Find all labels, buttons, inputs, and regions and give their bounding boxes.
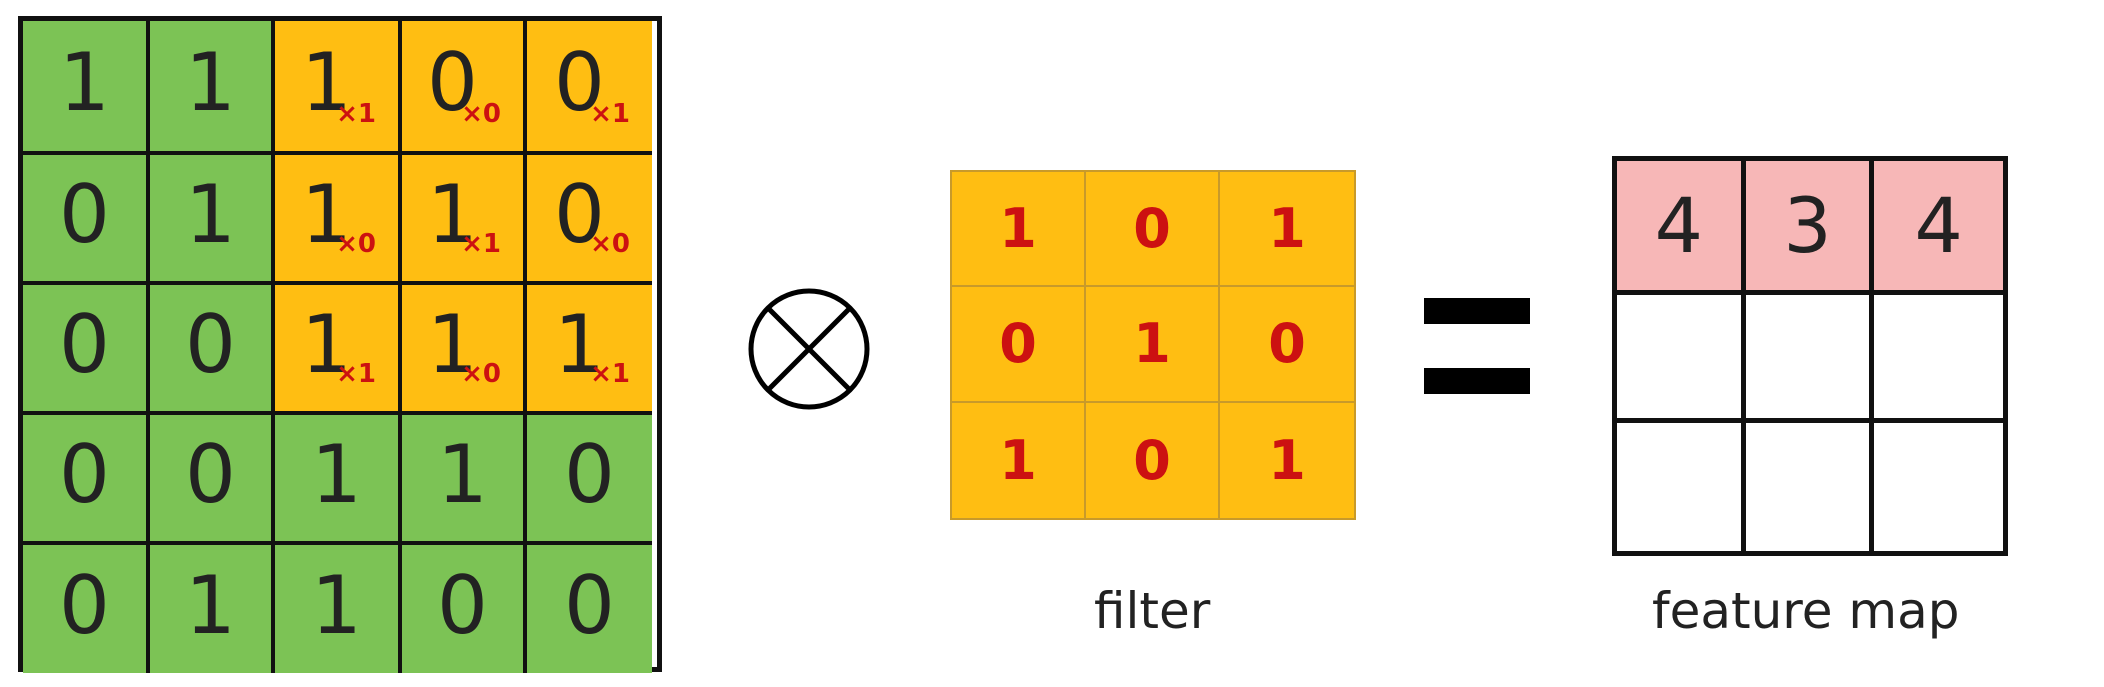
filter-cell: 0 bbox=[1086, 402, 1220, 518]
input-cell: 1 bbox=[23, 21, 150, 155]
convolution-operator-icon bbox=[748, 288, 870, 410]
input-cell: 1 bbox=[275, 415, 402, 545]
input-cell-value: 0 bbox=[564, 558, 615, 652]
input-cell: 1×1 bbox=[527, 285, 652, 415]
input-cell: 1 bbox=[150, 21, 275, 155]
input-cell-value: 0 bbox=[554, 35, 605, 129]
filter-cell: 0 bbox=[1086, 172, 1220, 288]
filter-cell: 1 bbox=[1268, 428, 1306, 492]
input-cell-value: 0 bbox=[59, 427, 110, 521]
input-cell: 0 bbox=[527, 545, 652, 673]
feature-map-cell: 4 bbox=[1874, 161, 2003, 295]
input-cell-value: 1 bbox=[427, 297, 478, 391]
input-cell: 0 bbox=[527, 415, 652, 545]
input-cell-value: 0 bbox=[59, 167, 110, 261]
filter-cell: 1 bbox=[952, 402, 1086, 518]
input-cell-value: 0 bbox=[59, 558, 110, 652]
input-cell-value: 1 bbox=[185, 35, 236, 129]
filter-weight-subscript: ×1 bbox=[461, 229, 501, 259]
input-cell-value: 1 bbox=[437, 427, 488, 521]
feature-map-cell bbox=[1746, 423, 1875, 551]
filter-cell: 0 bbox=[1220, 287, 1354, 403]
filter-weight-subscript: ×0 bbox=[590, 229, 630, 259]
equals-sign-icon bbox=[1424, 298, 1530, 394]
input-cell-value: 1 bbox=[185, 558, 236, 652]
input-cell: 1 bbox=[150, 155, 275, 285]
input-cell-value: 1 bbox=[59, 35, 110, 129]
input-cell-value: 0 bbox=[437, 558, 488, 652]
filter-weight-subscript: ×1 bbox=[590, 359, 630, 389]
filter-weight-subscript: ×1 bbox=[336, 359, 376, 389]
input-cell: 0 bbox=[150, 285, 275, 415]
input-cell: 1 bbox=[275, 545, 402, 673]
input-cell-value: 1 bbox=[301, 297, 352, 391]
input-cell: 1×0 bbox=[402, 285, 527, 415]
filter-weight-subscript: ×0 bbox=[461, 99, 501, 129]
input-cell-value: 1 bbox=[427, 167, 478, 261]
filter-caption: filter bbox=[1094, 582, 1211, 640]
input-cell: 1×1 bbox=[275, 21, 402, 155]
filter-cell: 1 bbox=[1220, 172, 1354, 288]
input-cell-value: 0 bbox=[554, 167, 605, 261]
filter-weight-subscript: ×0 bbox=[461, 359, 501, 389]
input-cell: 0 bbox=[402, 545, 527, 673]
input-cell-value: 1 bbox=[311, 427, 362, 521]
input-cell: 0 bbox=[23, 415, 150, 545]
input-cell-value: 1 bbox=[301, 167, 352, 261]
feature-map-cell bbox=[1874, 295, 2003, 423]
filter-cell: 0 bbox=[952, 287, 1086, 403]
input-cell-value: 1 bbox=[185, 167, 236, 261]
feature-map-cell bbox=[1617, 423, 1746, 551]
input-cell-value: 0 bbox=[59, 297, 110, 391]
input-cell-value: 0 bbox=[185, 297, 236, 391]
input-cell: 0 bbox=[23, 285, 150, 415]
feature-map-cell: 4 bbox=[1617, 161, 1746, 295]
feature-map-cell: 3 bbox=[1745, 161, 1875, 295]
input-cell: 1×0 bbox=[275, 155, 402, 285]
input-cell: 0 bbox=[150, 415, 275, 545]
input-cell-value: 1 bbox=[554, 297, 605, 391]
feature-map-cell bbox=[1617, 295, 1746, 423]
feature-map-caption: feature map bbox=[1652, 582, 1960, 640]
filter-weight-subscript: ×1 bbox=[336, 99, 376, 129]
feature-map-cell bbox=[1874, 423, 2003, 551]
input-cell-value: 0 bbox=[427, 35, 478, 129]
input-cell-value: 1 bbox=[311, 558, 362, 652]
input-cell-value: 0 bbox=[185, 427, 236, 521]
input-cell: 0 bbox=[23, 545, 150, 673]
input-cell: 0 bbox=[23, 155, 150, 285]
input-cell: 1 bbox=[150, 545, 275, 673]
input-cell: 0×1 bbox=[527, 21, 652, 155]
filter-cell: 1 bbox=[952, 172, 1086, 288]
filter-weight-subscript: ×0 bbox=[336, 229, 376, 259]
input-cell: 0×0 bbox=[402, 21, 527, 155]
input-cell: 1 bbox=[402, 415, 527, 545]
feature-map-cell bbox=[1745, 295, 1875, 423]
input-cell-value: 1 bbox=[301, 35, 352, 129]
input-cell: 1×1 bbox=[402, 155, 527, 285]
input-cell: 0×0 bbox=[527, 155, 652, 285]
input-cell-value: 0 bbox=[564, 427, 615, 521]
filter-weight-subscript: ×1 bbox=[590, 99, 630, 129]
filter-cell: 1 bbox=[1086, 287, 1220, 403]
input-cell: 1×1 bbox=[275, 285, 402, 415]
